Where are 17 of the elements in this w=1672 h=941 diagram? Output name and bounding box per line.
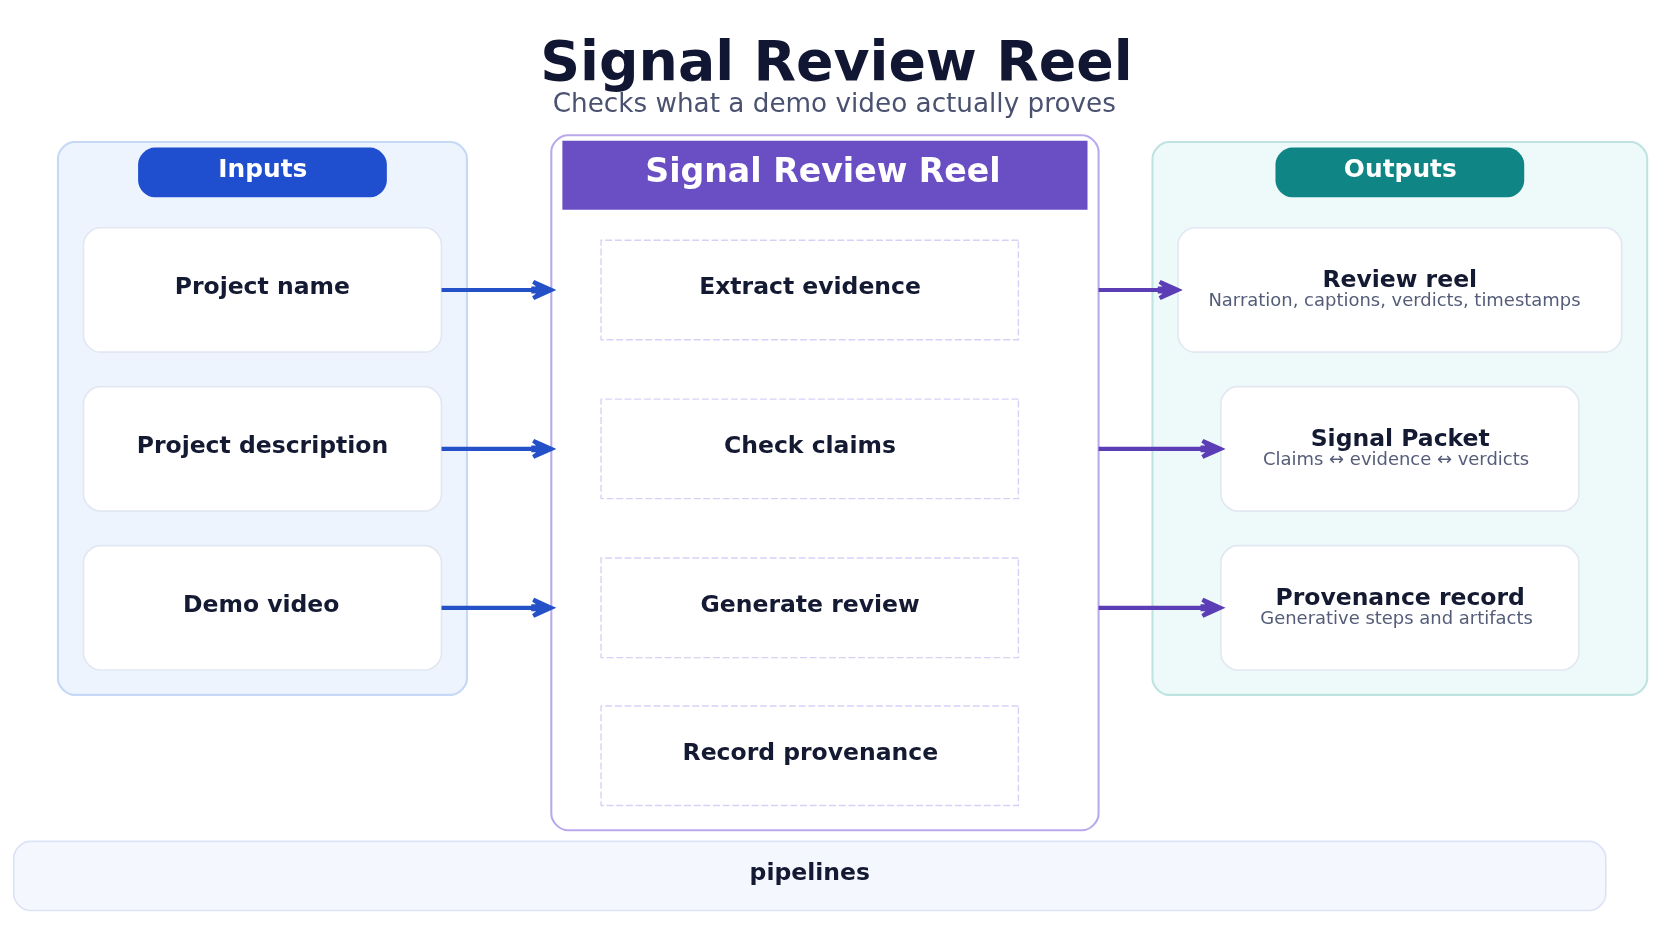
- node-box: Project description: [82, 385, 443, 512]
- arrow: [441, 597, 554, 618]
- arrow: [1098, 279, 1180, 300]
- node-box: Provenance record Generative steps and artifacts: [1220, 544, 1580, 671]
- node-box: pipelines: [12, 840, 1607, 911]
- node-box: Extract evidence: [600, 239, 1020, 340]
- node-box: Demo video: [82, 544, 443, 671]
- node-box: Review reel Narration, captions, verdicts, timestamps: [1177, 226, 1623, 353]
- arrow: [1098, 438, 1223, 459]
- node-box: Project name: [82, 226, 443, 353]
- arrow: [441, 438, 554, 459]
- node-box: Check claims: [600, 397, 1020, 499]
- arrow: [441, 279, 554, 300]
- node-box: Record provenance: [600, 704, 1020, 806]
- arrow: [1098, 597, 1223, 618]
- node-box: Generate review: [600, 556, 1020, 658]
- node-box: Signal Packet Claims ↔ evidence ↔ verdicts: [1220, 385, 1580, 512]
